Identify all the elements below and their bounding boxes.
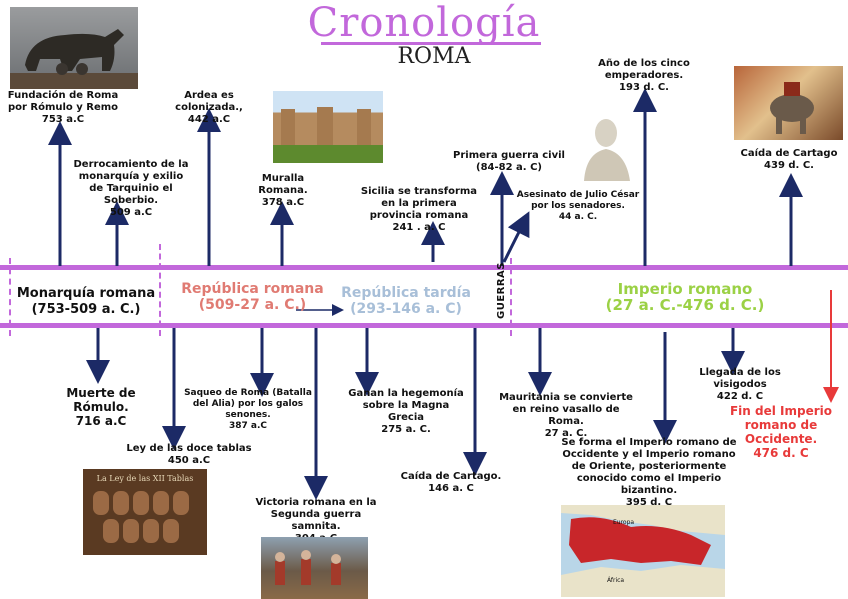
event-date: 442 a.C <box>150 114 268 126</box>
event-text: Ardea es colonizada., <box>150 90 268 114</box>
era-republica-tardia-dates: (293-146 a. C) <box>340 301 472 317</box>
event-date: 422 d. C <box>672 391 808 403</box>
era-imperio: Imperio romano (27 a. C.-476 d. C.) <box>580 281 790 313</box>
era-monarquia: Monarquía romana (753-509 a. C.) <box>10 286 162 318</box>
event-date: 509 a.C <box>72 207 190 219</box>
era-republica-tardia: República tardía (293-146 a. C) <box>340 285 472 317</box>
map-label-africa: África <box>607 577 624 584</box>
event-derrocamiento: Derrocamiento de la monarquía y exilio d… <box>72 159 190 219</box>
event-text: Derrocamiento de la monarquía y exilio d… <box>72 159 190 207</box>
soldiers-icon <box>261 537 368 599</box>
event-date: 193 d. C. <box>586 82 702 94</box>
caesar-bust-image <box>576 113 632 181</box>
event-doce-tablas: Ley de las doce tablas 450 a.C <box>126 443 252 467</box>
event-text: Se forma el Imperio romano de Occidente … <box>556 437 742 497</box>
map-label-europa: Europa <box>613 519 634 526</box>
samnite-war-image <box>261 537 368 599</box>
wolf-statue-icon <box>10 7 138 89</box>
era-monarquia-name: Monarquía romana <box>10 286 162 302</box>
empire-map-icon <box>561 505 725 597</box>
event-text: Primera guerra civil <box>452 150 566 162</box>
roman-wall-image <box>273 91 383 163</box>
era-republica-dates: (509-27 a. C.) <box>160 297 345 313</box>
event-guerra-civil: Primera guerra civil (84-82 a. C) <box>452 150 566 174</box>
event-text: Fundación de Roma por Rómulo y Remo <box>2 90 124 114</box>
event-cartago: Caída de Cartago. 146 a. C <box>396 471 506 495</box>
wolf-statue-image <box>10 7 138 89</box>
event-text: Año de los cinco emperadores. <box>586 58 702 82</box>
event-date: 439 d. C. <box>734 160 844 172</box>
event-visigodos: Llegada de los visigodos 422 d. C <box>672 367 808 403</box>
event-date: 146 a. C <box>396 483 506 495</box>
event-romulo: Muerte de Rómulo. 716 a.C <box>60 386 142 428</box>
event-cinco-emperadores: Año de los cinco emperadores. 193 d. C. <box>586 58 702 94</box>
event-cesar: Asesinato de Julio César por los senador… <box>512 190 644 223</box>
event-magna-grecia: Ganan la hegemonía sobre la Magna Grecia… <box>344 388 468 436</box>
event-date: 450 a.C <box>126 455 252 467</box>
event-mauritania: Mauritania se convierte en reino vasallo… <box>496 392 636 440</box>
era-republica: República romana (509-27 a. C.) <box>160 281 345 313</box>
twelve-tables-image: La Ley de las XII Tablas <box>83 469 207 555</box>
event-text: Ley de las doce tablas <box>126 443 252 455</box>
era-republica-name: República romana <box>160 281 345 297</box>
event-text: Mauritania se convierte en reino vasallo… <box>496 392 636 428</box>
wall-towers-icon <box>273 91 383 163</box>
event-date: 241 . a. C <box>360 222 478 234</box>
event-saqueo: Saqueo de Roma (Batalla del Alia) por lo… <box>178 388 318 432</box>
arrow-cesar <box>504 222 524 262</box>
event-date: 387 a.C <box>178 421 318 432</box>
event-fin: Fin del Imperio romano de Occidente. 476… <box>726 404 836 460</box>
event-text: Llegada de los visigodos <box>672 367 808 391</box>
era-imperio-name: Imperio romano <box>580 281 790 297</box>
event-date: 716 a.C <box>60 414 142 428</box>
empire-map-image: Europa África <box>561 505 725 597</box>
event-text: Fin del Imperio romano de Occidente. <box>726 404 836 446</box>
era-republica-tardia-name: República tardía <box>340 285 472 301</box>
event-division: Se forma el Imperio romano de Occidente … <box>556 437 742 509</box>
event-text: Victoria romana en la Segunda guerra sam… <box>246 497 386 533</box>
event-cartago-caida: Caída de Cartago 439 d. C. <box>734 148 844 172</box>
era-guerras: GUERRAS <box>496 269 510 319</box>
event-text: Muralla Romana. <box>240 173 326 197</box>
event-muralla: Muralla Romana. 378 a.C <box>240 173 326 209</box>
event-date: (84-82 a. C) <box>452 162 566 174</box>
elephant-icon <box>734 66 843 140</box>
bust-icon <box>576 113 632 181</box>
era-imperio-dates: (27 a. C.-476 d. C.) <box>580 297 790 313</box>
event-date: 275 a. C. <box>344 424 468 436</box>
stone-tablets-icon <box>83 483 207 553</box>
event-text: Muerte de Rómulo. <box>60 386 142 414</box>
event-date: 476 d. C <box>726 446 836 460</box>
event-text: Caída de Cartago <box>734 148 844 160</box>
event-text: Sicilia se transforma en la primera prov… <box>360 186 478 222</box>
event-text: Saqueo de Roma (Batalla del Alia) por lo… <box>178 388 318 421</box>
event-fundacion: Fundación de Roma por Rómulo y Remo 753 … <box>2 90 124 126</box>
event-sicilia: Sicilia se transforma en la primera prov… <box>360 186 478 234</box>
event-ardea: Ardea es colonizada., 442 a.C <box>150 90 268 126</box>
event-text: Asesinato de Julio César por los senador… <box>512 190 644 212</box>
tables-caption: La Ley de las XII Tablas <box>83 474 207 483</box>
event-date: 44 a. C. <box>512 212 644 223</box>
event-text: Caída de Cartago. <box>396 471 506 483</box>
event-date: 378 a.C <box>240 197 326 209</box>
carthage-battle-image <box>734 66 843 140</box>
era-monarquia-dates: (753-509 a. C.) <box>10 302 162 318</box>
event-date: 753 a.C <box>2 114 124 126</box>
event-text: Ganan la hegemonía sobre la Magna Grecia <box>344 388 468 424</box>
